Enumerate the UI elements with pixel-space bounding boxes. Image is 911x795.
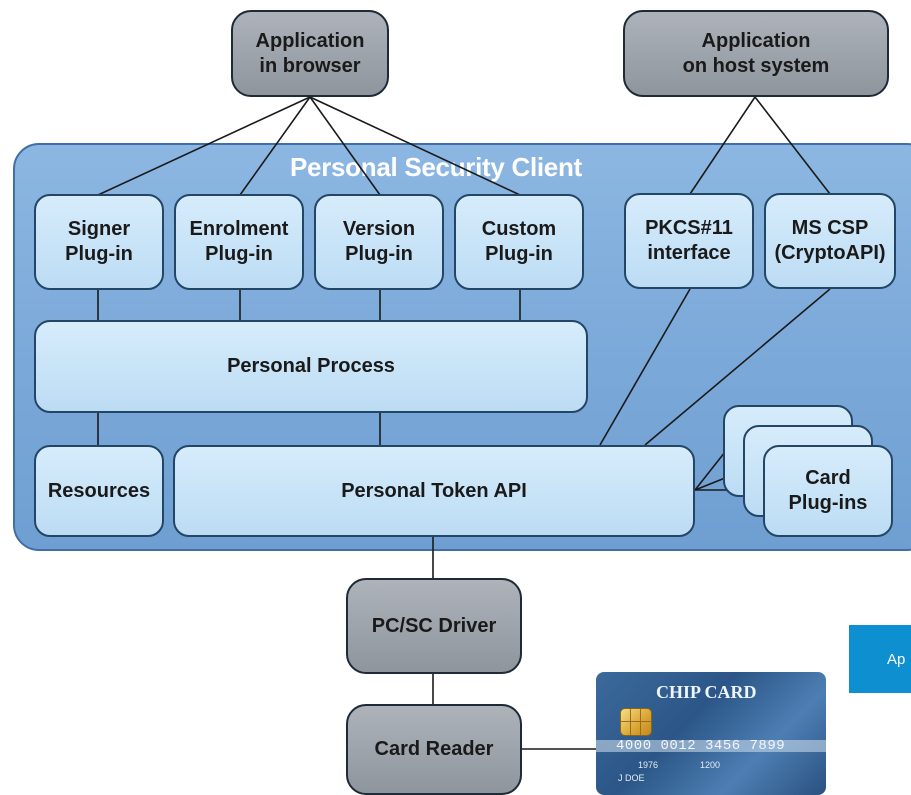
enrolment-line-1: Enrolment bbox=[189, 218, 289, 240]
token-api-label: Personal Token API bbox=[341, 479, 527, 502]
chip-card-image: CHIP CARD 4000 0012 3456 7899 1976 1200 … bbox=[596, 672, 826, 795]
card-reader-box[interactable]: Card Reader bbox=[346, 704, 522, 795]
pcsc-driver-box[interactable]: PC/SC Driver bbox=[346, 578, 522, 674]
application-in-browser-box[interactable]: Application in browser bbox=[231, 10, 389, 97]
ms-csp-box[interactable]: MS CSP (CryptoAPI) bbox=[764, 193, 896, 289]
version-line-1: Version bbox=[342, 218, 416, 240]
application-on-host-box[interactable]: Application on host system bbox=[623, 10, 889, 97]
personal-token-api-box[interactable]: Personal Token API bbox=[173, 445, 695, 537]
pcsc-driver-label: PC/SC Driver bbox=[371, 614, 497, 637]
app-browser-line-1: Application bbox=[255, 29, 365, 52]
chip-icon bbox=[620, 708, 652, 736]
app-host-line-2: on host system bbox=[682, 54, 830, 77]
enrolment-plugin-box[interactable]: Enrolment Plug-in bbox=[174, 194, 304, 290]
card-holder-name: J DOE bbox=[618, 773, 645, 783]
card-title: CHIP CARD bbox=[656, 682, 757, 702]
card-stripe bbox=[596, 740, 826, 752]
pkcs11-line-1: PKCS#11 bbox=[645, 217, 733, 239]
side-app-button-label: Ap bbox=[887, 650, 906, 668]
custom-line-1: Custom bbox=[481, 218, 557, 240]
card-reader-label: Card Reader bbox=[374, 738, 494, 760]
card-plugins-line-2: Plug-ins bbox=[788, 492, 868, 514]
card-expires: 1200 bbox=[700, 760, 721, 770]
version-line-2: Plug-in bbox=[345, 243, 413, 265]
pkcs11-interface-box[interactable]: PKCS#11 interface bbox=[624, 193, 754, 289]
personal-process-box[interactable]: Personal Process bbox=[34, 320, 588, 413]
custom-plugin-box[interactable]: Custom Plug-in bbox=[454, 194, 584, 290]
card-number: 4000 0012 3456 7899 bbox=[616, 738, 786, 754]
card-plugins-line-1: Card bbox=[805, 467, 851, 489]
card-plugins-box[interactable]: Card Plug-ins bbox=[763, 445, 893, 537]
card-since: 1976 bbox=[638, 760, 659, 770]
custom-line-2: Plug-in bbox=[485, 243, 553, 265]
mscsp-line-1: MS CSP bbox=[791, 217, 869, 239]
signer-plugin-box[interactable]: Signer Plug-in bbox=[34, 194, 164, 290]
mscsp-line-2: (CryptoAPI) bbox=[774, 242, 886, 264]
enrolment-line-2: Plug-in bbox=[205, 243, 273, 265]
signer-line-1: Signer bbox=[67, 218, 131, 240]
side-app-button[interactable]: Ap bbox=[849, 625, 911, 693]
app-browser-line-2: in browser bbox=[259, 54, 361, 77]
personal-process-label: Personal Process bbox=[227, 355, 395, 377]
resources-box[interactable]: Resources bbox=[34, 445, 164, 537]
version-plugin-box[interactable]: Version Plug-in bbox=[314, 194, 444, 290]
app-host-line-1: Application bbox=[701, 29, 811, 52]
signer-line-2: Plug-in bbox=[65, 243, 133, 265]
client-title: Personal Security Client bbox=[290, 152, 582, 182]
pkcs11-line-2: interface bbox=[647, 242, 731, 264]
resources-label: Resources bbox=[47, 479, 151, 502]
